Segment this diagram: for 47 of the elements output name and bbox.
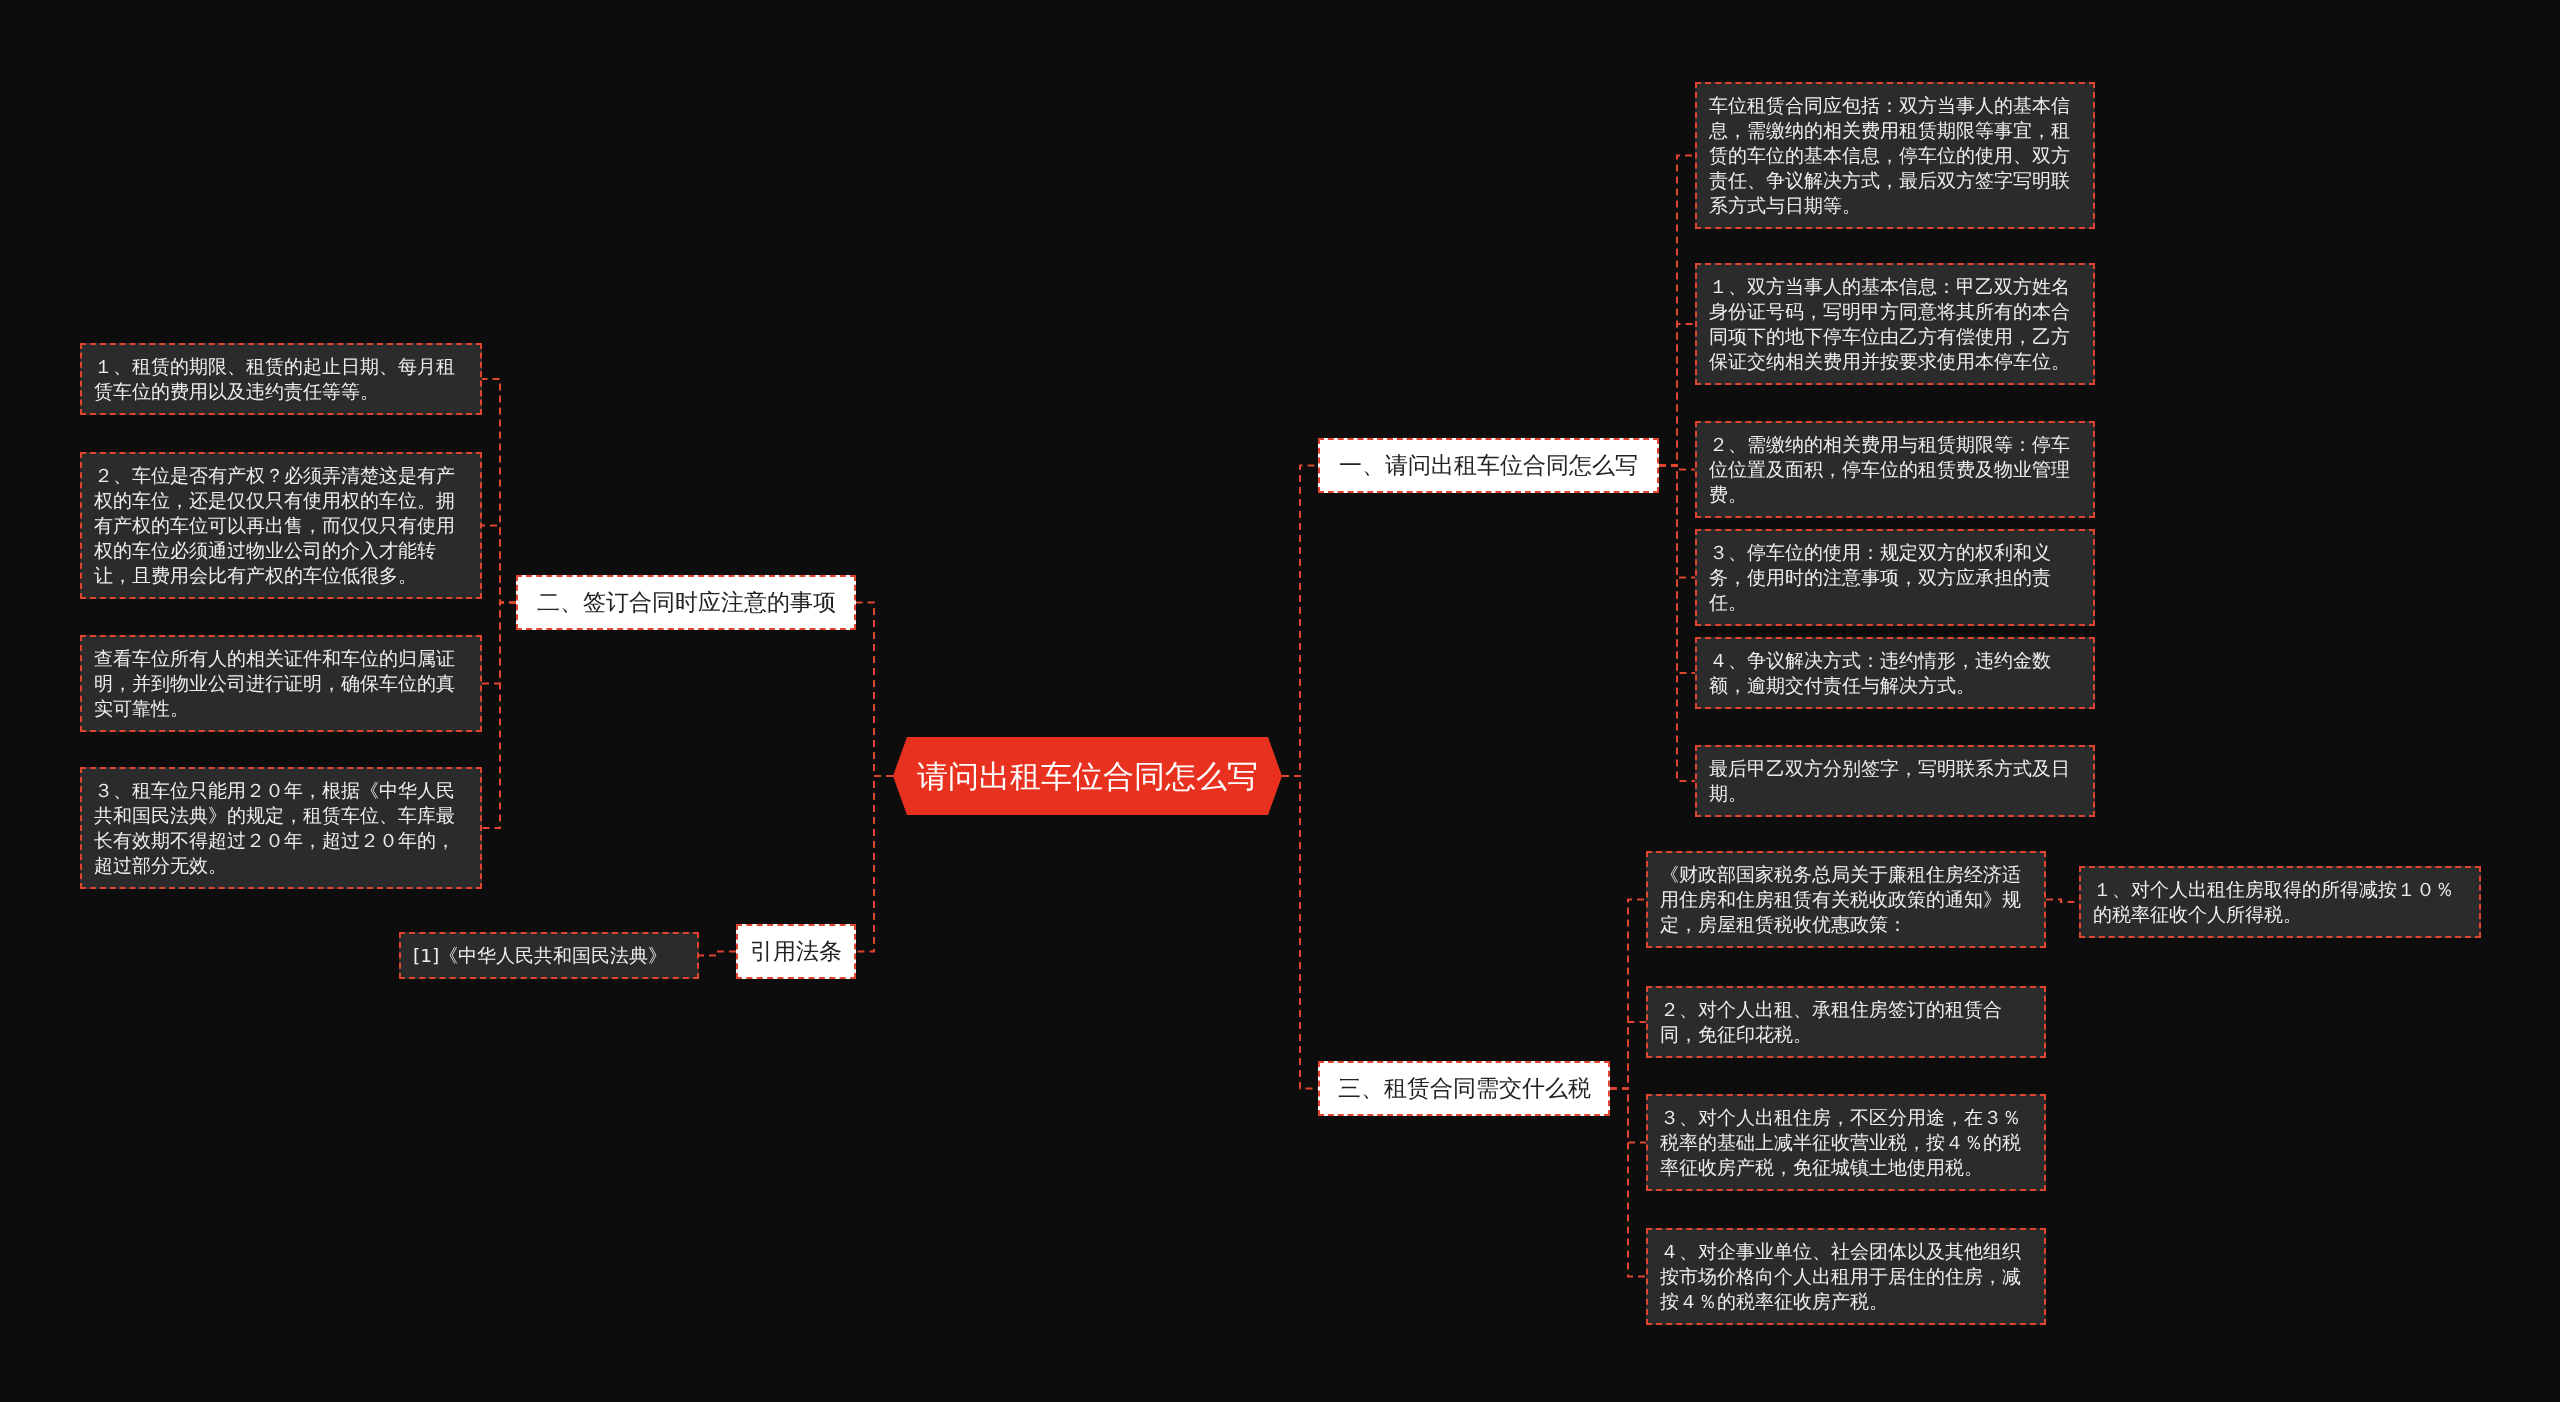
- subtopic-box: [80, 635, 482, 732]
- subtopic-box: [1695, 529, 2095, 626]
- subtopic-box: [1646, 1228, 2046, 1325]
- subtopic-text: 最后甲乙双方分别签字，写明联系方式及日期。: [1709, 757, 2071, 806]
- subtopic-text: ２、需缴纳的相关费用与租赁期限等：停车位位置及面积，停车位的租赁费及物业管理费。: [1709, 433, 2071, 507]
- subtopic-box: [1646, 851, 2046, 948]
- topic-text: 引用法条: [750, 937, 842, 967]
- subtopic-box: [1695, 745, 2095, 817]
- subtopic-text: ３、对个人出租住房，不区分用途，在３％税率的基础上减半征收营业税，按４％的税率征收房产税，免征城镇土地使用税。: [1660, 1106, 2022, 1180]
- subtopic-text: ４、对企事业单位、社会团体以及其他组织按市场价格向个人出租用于居住的住房，减按４％的税率征收房产税。: [1660, 1240, 2022, 1314]
- connector-line: [1658, 464, 1696, 782]
- connector-line: [1609, 1087, 1647, 1278]
- subtopic-text: 查看车位所有人的相关证件和车位的归属证明，并到物业公司进行证明，确保车位的真实可靠性。: [94, 647, 456, 721]
- connector-line: [698, 950, 737, 957]
- connector-line: [481, 601, 517, 829]
- topic-text: 一、请问出租车位合同怎么写: [1339, 451, 1638, 481]
- central-topic-hexagon: [893, 737, 1282, 815]
- subtopic-text: 车位租赁合同应包括：双方当事人的基本信息，需缴纳的相关费用租赁期限等事宜，租赁的车位的基本信息，停车位的使用、双方责任、争议解决方式，最后双方签字写明联系方式与日期等。: [1709, 94, 2071, 218]
- central-topic-text: 请问出租车位合同怎么写: [917, 756, 1258, 796]
- topic-box: [736, 924, 856, 979]
- subtopic-box: [1646, 986, 2046, 1058]
- subtopic-text: ３、租车位只能用２０年，根据《中华人民共和国民法典》的规定，租赁车位、车库最长有效期不得超过２０年，超过２０年的，超过部分无效。: [94, 779, 456, 878]
- subtopic-text: 《财政部国家税务总局关于廉租住房经济适用住房和住房租赁有关税收政策的通知》规定，房屋租赁税收优惠政策：: [1660, 863, 2022, 937]
- subtopic-box: [1695, 637, 2095, 709]
- subtopic-text: ２、对个人出租、承租住房签订的租赁合同，免征印花税。: [1660, 998, 2003, 1047]
- subtopic-box: [2079, 866, 2481, 938]
- subtopic-text: １、租赁的期限、租赁的起止日期、每月租赁车位的费用以及违约责任等等。: [94, 355, 456, 404]
- subtopic-box: [80, 767, 482, 889]
- subtopic-box: [1695, 421, 2095, 518]
- subtopic-text: １、对个人出租住房取得的所得减按１０％的税率征收个人所得税。: [2093, 878, 2455, 927]
- subtopic-text: ２、车位是否有产权？必须弄清楚这是有产权的车位，还是仅仅只有使用权的车位。拥有产权的车位可以再出售，而仅仅只有使用权的车位必须通过物业公司的介入才能转让，且费用会比有产权的车位低很多。: [94, 464, 456, 588]
- topic-box: [1318, 1061, 1610, 1116]
- subtopic-text: ３、停车位的使用：规定双方的权利和义务，使用时的注意事项，双方应承担的责任。: [1709, 541, 2052, 615]
- topic-box: [1318, 438, 1659, 493]
- subtopic-box: [1646, 1094, 2046, 1191]
- subtopic-box: [1695, 82, 2095, 229]
- subtopic-text: ４、争议解决方式：违约情形，违约金数额，逾期交付责任与解决方式。: [1709, 649, 2052, 698]
- topic-text: 三、租赁合同需交什么税: [1337, 1074, 1591, 1104]
- subtopic-box: [80, 343, 482, 415]
- subtopic-text: [1]《中华人民共和国民法典》: [413, 944, 669, 968]
- subtopic-text: １、双方当事人的基本信息：甲乙双方姓名身份证号码，写明甲方同意将其所有的本合同项下的地下停车位由乙方有偿使用，乙方保证交纳相关费用并按要求使用本停车位。: [1709, 275, 2071, 374]
- subtopic-box: [1695, 263, 2095, 385]
- topic-box: [516, 575, 856, 630]
- connector-line: [855, 775, 894, 953]
- topic-text: 二、签订合同时应注意的事项: [536, 588, 836, 618]
- subtopic-box: [399, 932, 699, 979]
- subtopic-box: [80, 452, 482, 599]
